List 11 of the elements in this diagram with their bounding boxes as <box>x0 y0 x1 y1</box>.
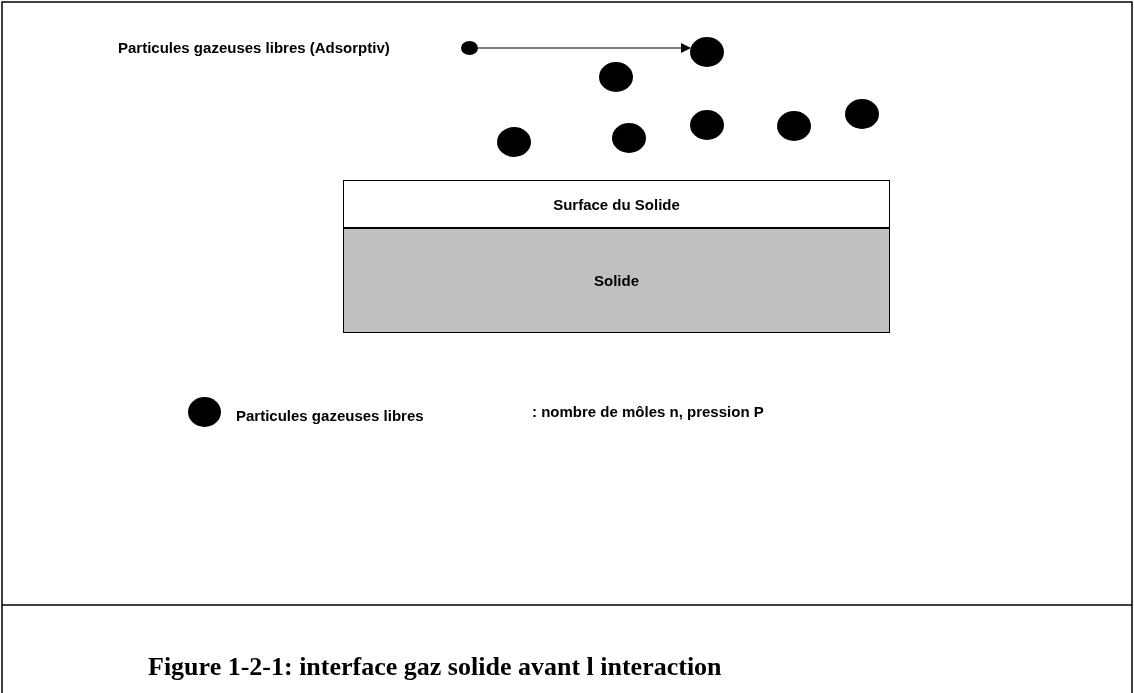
legend-note: : nombre de môles n, pression P <box>532 403 764 420</box>
particle-label: Particules gazeuses libres (Adsorptiv) <box>118 38 390 57</box>
legend-text: Particules gazeuses libres <box>236 407 424 424</box>
solid-block <box>343 228 890 333</box>
particle-dot <box>461 41 478 55</box>
arrow <box>477 43 691 53</box>
box-label: Solide <box>594 272 639 289</box>
box-label: Surface du Solide <box>553 195 680 213</box>
particle-dot <box>690 37 724 67</box>
figure-caption: Figure 1-2-1: interface gaz solide avant l interaction <box>148 652 722 682</box>
surface-layer-box <box>343 180 890 228</box>
